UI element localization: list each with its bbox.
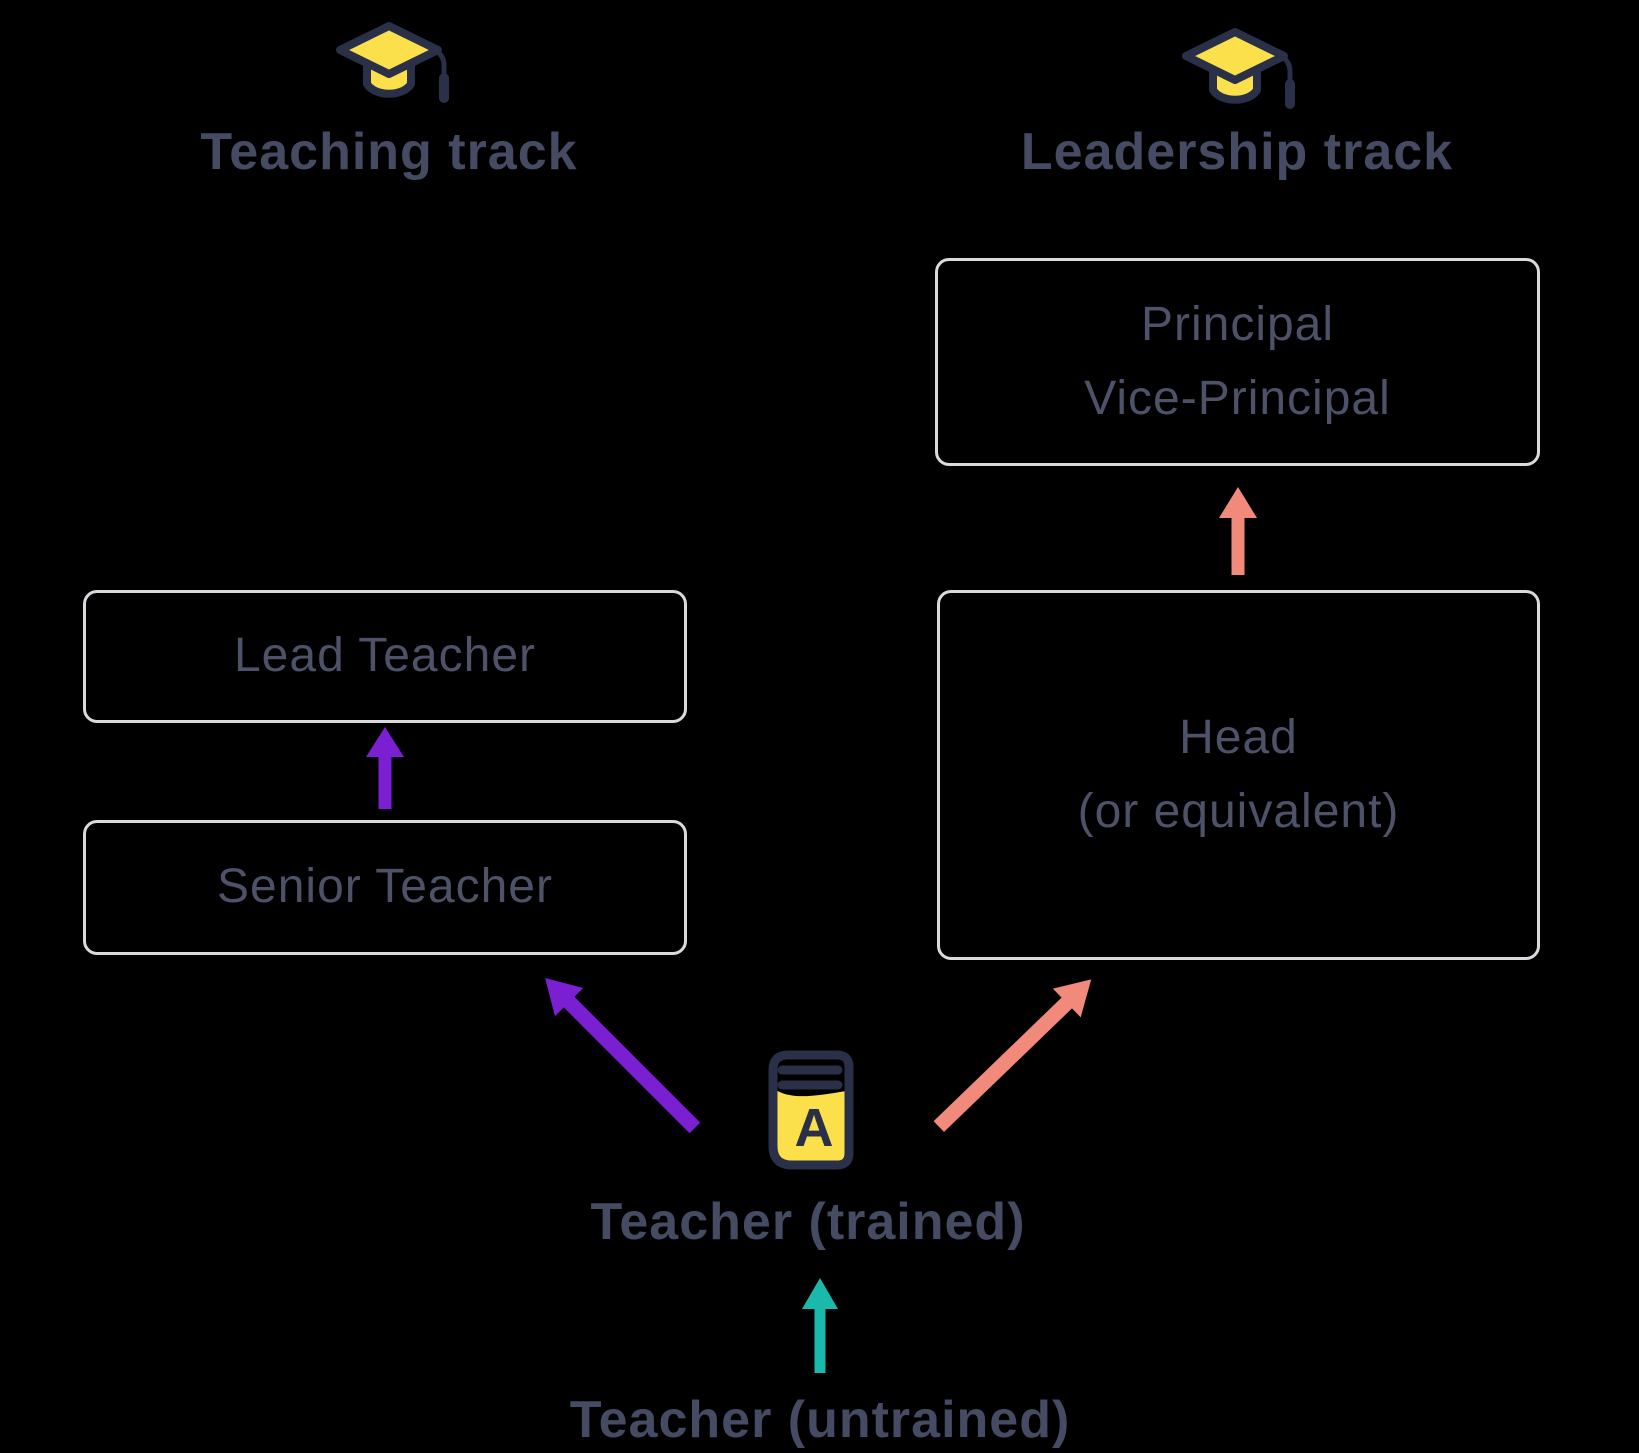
senior-to-lead-arrow	[366, 727, 404, 809]
cap-board	[1182, 28, 1288, 84]
leadership-graduation-cap-icon	[1182, 28, 1295, 109]
head-box-line1: Head	[1179, 710, 1298, 764]
trained-to-head-arrow	[933, 979, 1092, 1133]
leadership-track-heading: Leadership track	[1020, 123, 1454, 181]
book-letter: A	[795, 1098, 834, 1158]
head-to-principal-arrow	[1219, 487, 1257, 575]
teaching-graduation-cap-icon	[336, 22, 449, 103]
book-cover	[776, 1090, 846, 1162]
principal-box-line2: Vice-Principal	[1084, 372, 1391, 425]
trained-teacher-label: Teacher (trained)	[590, 1193, 1026, 1251]
cap-tassel-cord	[434, 48, 447, 81]
trained-to-senior-arrow	[545, 978, 701, 1134]
lead-teacher-box: Lead Teacher	[83, 590, 687, 723]
arrow-shape	[366, 727, 404, 809]
lead-teacher-box-label: Lead Teacher	[233, 629, 536, 683]
head-box-line2: (or equivalent)	[1077, 785, 1400, 838]
cap-tassel-cord	[1280, 54, 1293, 87]
book-icon: A	[768, 1050, 854, 1170]
principal-box-line1: Principal	[1140, 297, 1335, 351]
senior-teacher-box-label: Senior Teacher	[217, 860, 553, 914]
untrained-to-trained-arrow	[802, 1278, 838, 1373]
arrow-shape	[1219, 487, 1257, 575]
senior-teacher-box: Senior Teacher	[83, 820, 687, 955]
principal-box: Principal Vice-Principal	[935, 258, 1540, 466]
teaching-track-heading: Teaching track	[200, 123, 578, 181]
cap-board	[336, 22, 442, 78]
head-box: Head (or equivalent)	[937, 590, 1540, 960]
arrow-shape	[545, 978, 701, 1134]
arrow-shape	[802, 1278, 838, 1373]
book-outline	[768, 1050, 854, 1170]
arrow-shape	[933, 979, 1092, 1133]
untrained-teacher-label: Teacher (untrained)	[569, 1391, 1071, 1449]
